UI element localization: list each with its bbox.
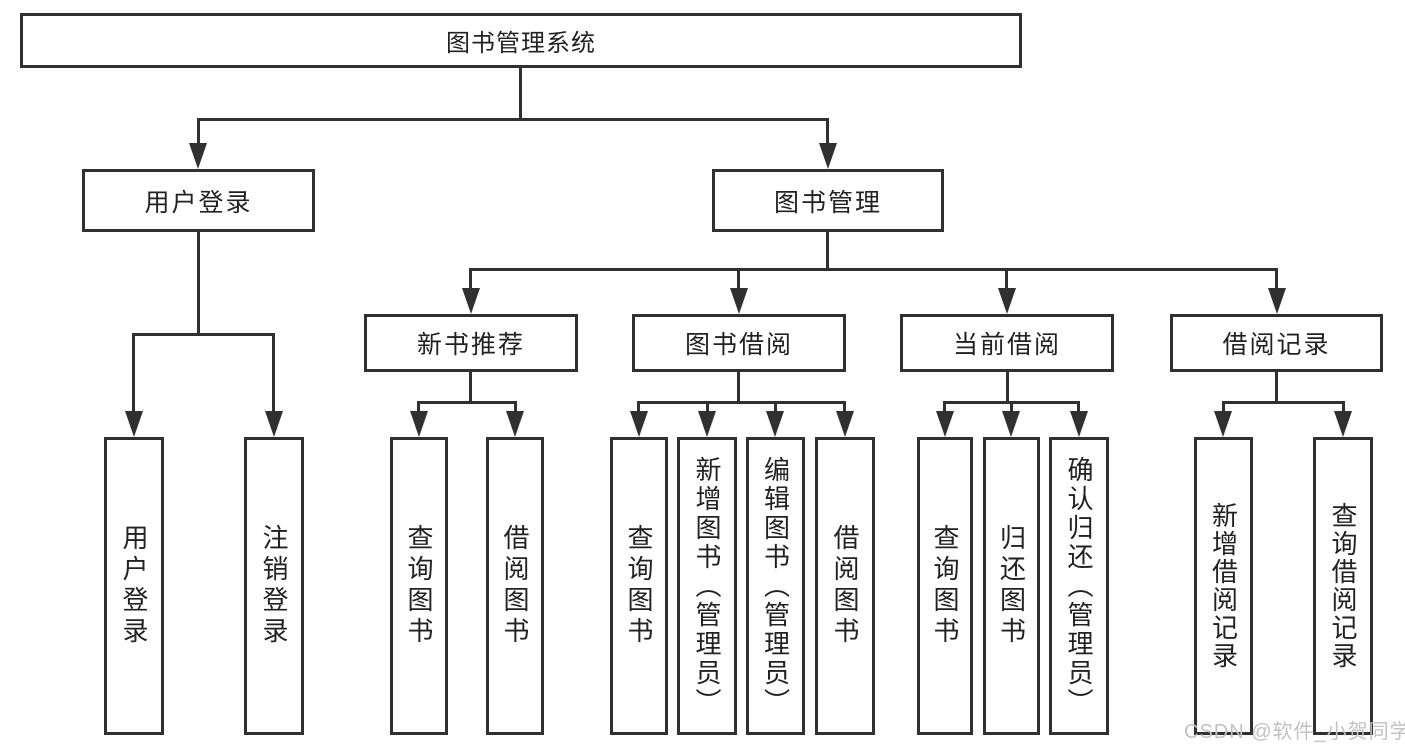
arrow-down-icon (819, 143, 837, 169)
connector-line (637, 401, 846, 404)
connector-line (514, 401, 517, 415)
connector-line (519, 68, 522, 121)
node-label: 编辑图书（管理员） (760, 455, 791, 717)
node-label: 借阅记录 (1222, 331, 1331, 359)
node-label: 用户登录 (119, 524, 149, 648)
node-library-management-system: 图书管理系统 (20, 13, 1022, 68)
connector-line (774, 401, 777, 415)
node-book-management: 图书管理 (712, 169, 944, 232)
node-label: 新增图书（管理员） (692, 455, 722, 717)
arrow-down-icon (936, 411, 954, 437)
node-leaf-query-borrow-record: 查询借阅记录 (1313, 437, 1373, 735)
arrow-down-icon (698, 411, 716, 437)
node-leaf-query-books: 查询图书 (917, 437, 973, 735)
node-leaf-edit-books-admin: 编辑图书（管理员） (746, 437, 805, 735)
connector-line (943, 401, 946, 415)
node-label: 当前借阅 (952, 331, 1061, 359)
node-leaf-return-books: 归还图书 (983, 437, 1040, 735)
node-label: 用户登录 (144, 188, 253, 217)
node-label: 新增借阅记录 (1208, 502, 1239, 670)
connector-line (637, 401, 640, 415)
connector-line (706, 401, 709, 415)
arrow-down-icon (1334, 411, 1352, 437)
arrow-down-icon (125, 411, 143, 437)
node-label: 图书借阅 (684, 331, 793, 359)
connector-line (1222, 401, 1344, 404)
connector-line (843, 401, 846, 415)
node-label: 新书推荐 (416, 331, 525, 359)
connector-line (469, 268, 472, 293)
arrow-down-icon (265, 411, 283, 437)
node-borrowing-records: 借阅记录 (1170, 314, 1383, 372)
node-leaf-add-books-admin: 新增图书（管理员） (677, 437, 737, 735)
arrow-down-icon (630, 411, 648, 437)
node-label: 借阅图书 (830, 524, 860, 648)
node-leaf-user-login: 用户登录 (104, 437, 164, 735)
node-leaf-add-borrow-record: 新增借阅记录 (1194, 437, 1253, 735)
node-label: 查询图书 (930, 524, 960, 648)
connector-line (197, 118, 200, 150)
connector-line (132, 333, 135, 413)
node-label: 图书管理系统 (446, 30, 596, 57)
connector-line (1342, 401, 1345, 415)
node-leaf-query-books: 查询图书 (610, 437, 668, 735)
connector-line (469, 268, 1278, 271)
node-leaf-borrow-books: 借阅图书 (486, 437, 544, 735)
connector-line (1275, 372, 1278, 403)
arrow-down-icon (836, 411, 854, 437)
node-leaf-query-books: 查询图书 (390, 437, 448, 735)
node-book-borrowing: 图书借阅 (632, 314, 846, 372)
connector-line (1077, 401, 1080, 415)
node-label: 借阅图书 (500, 524, 530, 648)
connector-line (1275, 268, 1278, 293)
arrow-down-icon (766, 411, 784, 437)
connector-line (1010, 401, 1013, 415)
connector-line (417, 401, 517, 404)
node-current-borrowing: 当前借阅 (900, 314, 1114, 372)
arrow-down-icon (730, 288, 748, 314)
node-label: 注销登录 (259, 524, 289, 648)
arrow-down-icon (189, 143, 207, 169)
connector-line (272, 333, 275, 413)
node-label: 确认归还（管理员） (1064, 455, 1094, 717)
connector-line (737, 372, 740, 403)
node-label: 归还图书 (996, 524, 1027, 648)
arrow-down-icon (1214, 411, 1232, 437)
arrow-down-icon (1070, 411, 1088, 437)
node-leaf-borrow-books: 借阅图书 (815, 437, 875, 735)
connector-line (197, 118, 829, 121)
node-new-book-recommend: 新书推荐 (364, 314, 578, 372)
arrow-down-icon (462, 288, 480, 314)
connector-line (737, 268, 740, 293)
node-label: 图书管理 (773, 188, 882, 217)
connector-line (1222, 401, 1225, 415)
arrow-down-icon (998, 288, 1016, 314)
connector-line (1005, 268, 1008, 293)
connector-line (469, 372, 472, 403)
connector-line (197, 232, 200, 335)
arrow-down-icon (410, 411, 428, 437)
csdn-watermark: CSDN @软件_小贺同学 (1184, 721, 1405, 743)
connector-line (132, 333, 275, 336)
node-leaf-confirm-return-admin: 确认归还（管理员） (1049, 437, 1109, 735)
node-label: 查询借阅记录 (1328, 502, 1358, 670)
arrow-down-icon (506, 411, 524, 437)
node-leaf-logout: 注销登录 (244, 437, 304, 735)
node-user-login: 用户登录 (82, 169, 315, 232)
node-label: 查询图书 (404, 524, 434, 648)
node-label: 查询图书 (624, 524, 654, 648)
connector-line (1006, 372, 1009, 403)
arrow-down-icon (1002, 411, 1020, 437)
connector-line (826, 118, 829, 150)
arrow-down-icon (1268, 288, 1286, 314)
connector-line (826, 232, 829, 271)
connector-line (417, 401, 420, 415)
